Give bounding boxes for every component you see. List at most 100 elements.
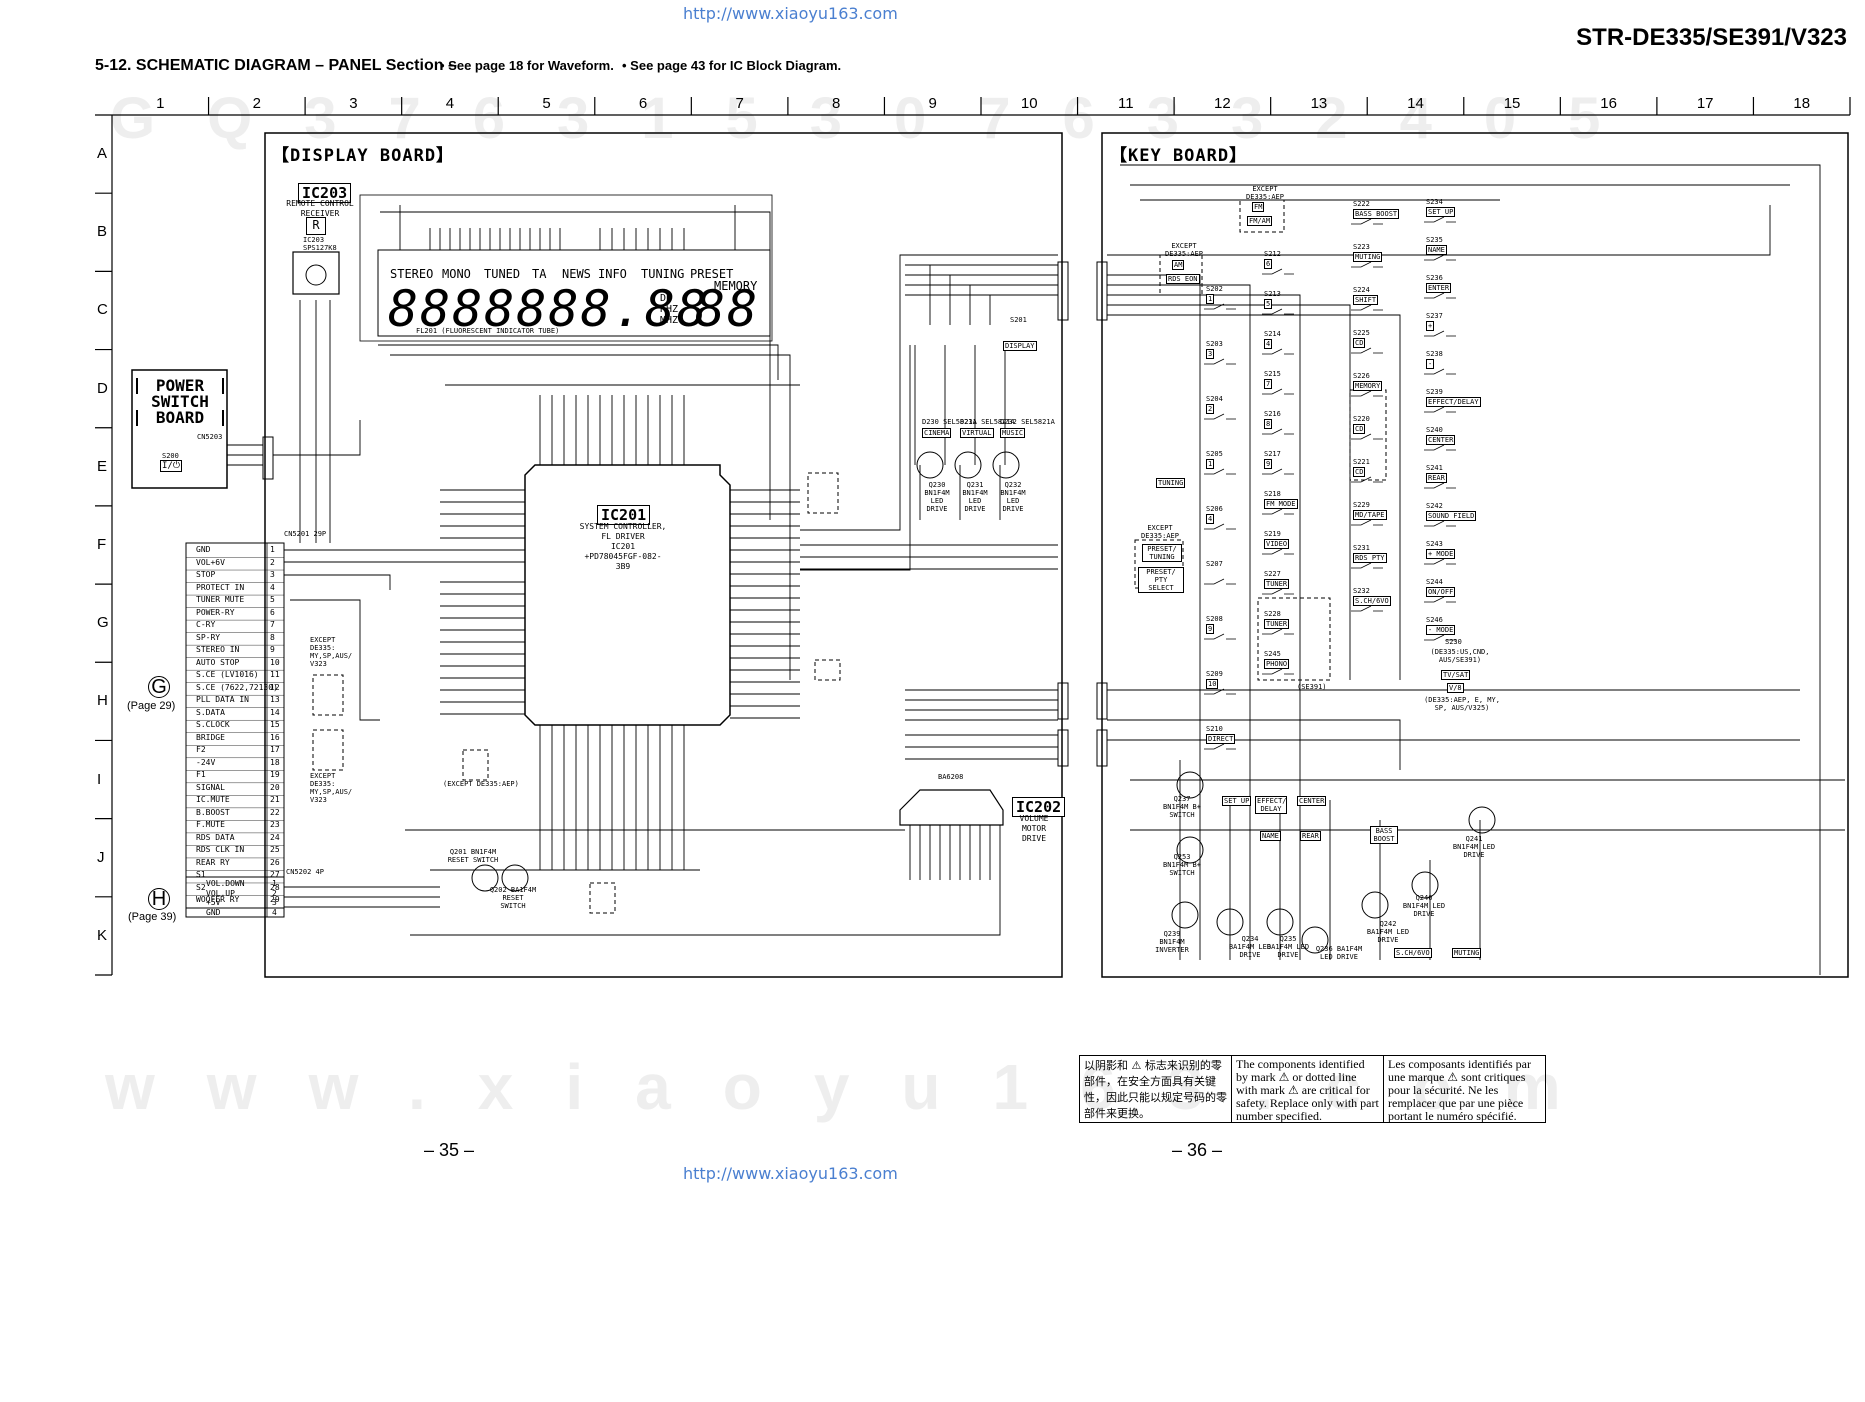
- key-switch-label[interactable]: NAME: [1426, 245, 1447, 255]
- fl-indicator-news: NEWS: [562, 267, 591, 281]
- key-switch-label[interactable]: 10: [1206, 679, 1219, 689]
- connector-g-pin: 13: [270, 695, 280, 705]
- page-number-left: – 35 –: [424, 1140, 475, 1160]
- model-number: STR-DE335/SE391/V323: [1576, 24, 1847, 51]
- key-switch-ref: S227: [1264, 570, 1281, 578]
- key-switch-label[interactable]: 8: [1264, 419, 1273, 429]
- key-switch-label[interactable]: VIDEO: [1264, 539, 1290, 549]
- rds-eon-label: RDS EON: [1166, 274, 1200, 284]
- key-switch-label[interactable]: REAR: [1426, 473, 1447, 483]
- source-url-top[interactable]: http://www.xiaoyu163.com: [683, 4, 898, 23]
- grid-row-label: J: [97, 848, 105, 866]
- key-switch-label[interactable]: 1: [1206, 459, 1215, 469]
- key-switch-label[interactable]: TUNER: [1264, 579, 1290, 589]
- key-switch-symbol: [1262, 668, 1294, 675]
- connector-g-signal: TUNER MUTE: [196, 595, 245, 605]
- key-switch-label[interactable]: FM MODE: [1264, 499, 1298, 509]
- connector-g-pin: 14: [270, 707, 280, 717]
- key-switch-label[interactable]: -: [1426, 359, 1435, 369]
- key-switch-label[interactable]: PHONO: [1264, 659, 1290, 669]
- key-switch-label[interactable]: 3: [1206, 349, 1215, 359]
- key-switch-symbol: [1424, 558, 1456, 565]
- display-board-title: 【DISPLAY BOARD】: [272, 146, 455, 166]
- key-switch-ref: S232: [1353, 587, 1370, 595]
- key-switch-label[interactable]: S.CH/6VO: [1353, 596, 1391, 606]
- key-switch-label[interactable]: 4: [1206, 514, 1215, 524]
- key-switch-label[interactable]: DIRECT: [1206, 734, 1236, 744]
- key-switch-ref: S222: [1353, 200, 1370, 208]
- key-switch-ref: S238: [1426, 350, 1443, 358]
- key-switch-label[interactable]: RDS PTY: [1353, 553, 1387, 563]
- key-switch-label[interactable]: MEMORY: [1353, 381, 1383, 391]
- key-switch-symbol: [1424, 596, 1456, 603]
- q240-label: Q240 BN1F4M LED DRIVE: [1402, 894, 1446, 918]
- key-switch-ref: S243: [1426, 540, 1443, 548]
- key-switch-label[interactable]: TUNER: [1264, 619, 1290, 629]
- key-switch-symbol: [1351, 304, 1383, 311]
- connector-g-signal: POWER-RY: [196, 607, 235, 617]
- key-switch-label[interactable]: EFFECT/DELAY: [1426, 397, 1481, 407]
- connector-h-signal: VOL.DOWN: [206, 879, 245, 888]
- ic203-desc: REMOTE CONTROL RECEIVER: [286, 199, 354, 218]
- key-switch-label[interactable]: BASS BOOST: [1353, 209, 1400, 219]
- key-switch-symbol: [1204, 743, 1236, 750]
- q231-label: Q231 BN1F4M LED DRIVE: [958, 481, 992, 513]
- key-switch-symbol: [1204, 523, 1236, 530]
- key-board-title: 【KEY BOARD】: [1110, 146, 1248, 166]
- connector-g-pin: 20: [270, 782, 280, 792]
- q230-function: LED DRIVE: [926, 497, 948, 513]
- connector-g-signal: S.DATA: [196, 707, 225, 717]
- key-switch-label[interactable]: SOUND FIELD: [1426, 511, 1477, 521]
- connector-h-page-ref[interactable]: (Page 39): [128, 911, 177, 923]
- s230-desc2: (DE335:AEP, E, MY, SP, AUS/V325): [1424, 696, 1500, 712]
- key-switch-label[interactable]: 9: [1264, 459, 1273, 469]
- led-d230: D230 SEL5821A: [922, 418, 977, 426]
- key-switch-label[interactable]: 1: [1206, 294, 1215, 304]
- key-switch-label[interactable]: + MODE: [1426, 549, 1456, 559]
- key-switch-label[interactable]: MD/TAPE: [1353, 510, 1387, 520]
- grid-row-label: G: [97, 614, 109, 632]
- key-switch-label[interactable]: MUTING: [1353, 252, 1383, 262]
- connector-g-pin: 25: [270, 845, 280, 855]
- key-switch-label[interactable]: SET UP: [1426, 207, 1456, 217]
- key-switch-symbol: [1262, 308, 1294, 315]
- key-switch-label[interactable]: 4: [1264, 339, 1273, 349]
- key-switch-label[interactable]: CD: [1353, 467, 1366, 477]
- ic203-tag: IC203: [298, 183, 352, 203]
- key-switch-label[interactable]: 2: [1206, 404, 1215, 414]
- key-switch-ref: S220: [1353, 415, 1370, 423]
- key-switch-label[interactable]: 5: [1264, 299, 1273, 309]
- key-switch-symbol: [1351, 519, 1383, 526]
- connector-g-signal: B.BOOST: [196, 807, 230, 817]
- connector-h-pin: 2: [272, 888, 277, 898]
- key-switch-label[interactable]: CD: [1353, 424, 1366, 434]
- key-switch-label[interactable]: 7: [1264, 379, 1273, 389]
- key-switch-symbol: [1424, 444, 1456, 451]
- key-switch-label[interactable]: CENTER: [1426, 435, 1456, 445]
- connector-g-signal: F.MUTE: [196, 820, 225, 830]
- key-switch-label[interactable]: 9: [1206, 624, 1215, 634]
- power-switch-board-label: POWER SWITCH BOARD: [136, 378, 224, 426]
- connector-g-pin: 18: [270, 757, 280, 767]
- source-url-bottom[interactable]: http://www.xiaoyu163.com: [683, 1164, 898, 1183]
- connector-g-pin: 27: [270, 870, 280, 880]
- key-switch-label[interactable]: ENTER: [1426, 283, 1452, 293]
- key-switch-label[interactable]: +: [1426, 321, 1435, 331]
- connector-g-pin: 8: [270, 632, 275, 642]
- grid-row-label: K: [97, 926, 108, 944]
- se391-note: (SE391): [1297, 683, 1327, 691]
- key-switch-symbol: [1424, 330, 1456, 337]
- key-switch-label[interactable]: CD: [1353, 338, 1366, 348]
- fl-digits-right: 88: [695, 280, 760, 338]
- key-switch-label[interactable]: SHIFT: [1353, 295, 1379, 305]
- led-music: MUSIC: [1000, 428, 1026, 438]
- ic203-part: IC203 SPS127K8: [303, 236, 337, 252]
- except-block-2: EXCEPT DE335: MY,SP,AUS/ V323: [310, 772, 353, 804]
- key-switch-ref: S205: [1206, 450, 1223, 458]
- connector-g-page-ref[interactable]: (Page 29): [127, 700, 176, 712]
- grid-column-label: 11: [1118, 95, 1134, 112]
- key-switch-label[interactable]: ON/OFF: [1426, 587, 1456, 597]
- key-switch-label[interactable]: 6: [1264, 259, 1273, 269]
- key-switch-label[interactable]: - MODE: [1426, 625, 1456, 635]
